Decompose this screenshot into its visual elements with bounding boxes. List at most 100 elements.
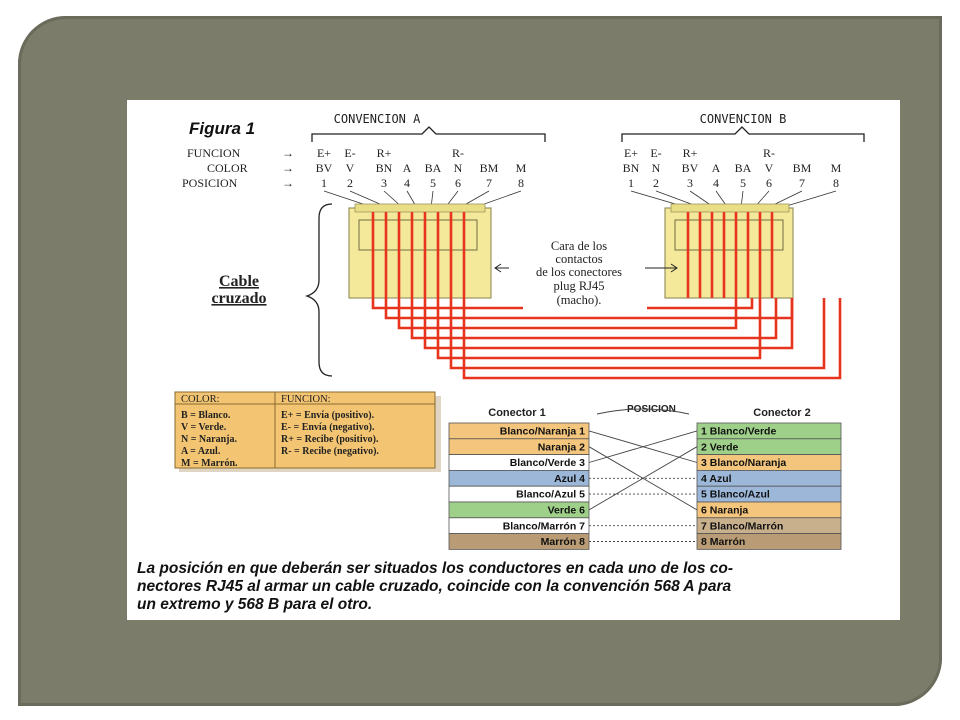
cable-label-line2: cruzado xyxy=(211,290,266,307)
convention-a-posicion-2: 2 xyxy=(347,176,353,190)
legend-funcion-2: E- = Envía (negativo). xyxy=(281,422,375,433)
convention-b-color-3: BV xyxy=(682,161,699,175)
connector2-label-5: 5 Blanco/Azul xyxy=(701,489,770,501)
convention-b-color-2: N xyxy=(652,161,661,175)
legend-box: COLOR: FUNCION: B = Blanco.V = Verde.N =… xyxy=(174,391,441,472)
contacts-arrow-right xyxy=(645,263,678,273)
connector1-label-6: Verde 6 xyxy=(548,505,586,517)
connector2-label-3: 3 Blanco/Naranja xyxy=(701,457,786,469)
convention-b-posicion-5: 5 xyxy=(740,176,746,190)
wire-loop-4 xyxy=(410,298,778,340)
convention-a-color-8: M xyxy=(516,161,527,175)
convention-b-posicion-6: 6 xyxy=(766,176,772,190)
connector1-label-5: Blanco/Azul 5 xyxy=(516,489,585,501)
convention-b-posicion-8: 8 xyxy=(833,176,839,190)
connector1-label-1: Blanco/Naranja 1 xyxy=(500,426,585,438)
convention-a-funcion-3: R+ xyxy=(377,146,392,160)
convention-b-color-8: M xyxy=(831,161,842,175)
convention-a-posicion-7: 7 xyxy=(486,176,492,190)
legend-funcion-3: R+ = Recibe (positivo). xyxy=(281,434,379,445)
convention-b-posicion-3: 3 xyxy=(687,176,693,190)
convention-a-posicion-4: 4 xyxy=(404,176,410,190)
legend-color-header: COLOR: xyxy=(181,394,220,405)
convention-b-color-5: BA xyxy=(735,161,752,175)
wire-loop-3 xyxy=(397,298,738,330)
convention-a-color-5: BA xyxy=(425,161,442,175)
connector1-label-8: Marrón 8 xyxy=(541,536,586,548)
connector2-label-4: 4 Azul xyxy=(701,473,732,485)
wire-loop-7 xyxy=(449,298,826,370)
convention-b-color-4: A xyxy=(712,161,721,175)
connector-link-6 xyxy=(588,446,698,511)
convention-a-color-1: BV xyxy=(316,161,333,175)
connector2-title: Conector 2 xyxy=(753,407,810,419)
diagram-svg: Figura 1 CONVENCION A CONVENCION B FUNCI… xyxy=(174,112,865,550)
convention-a-posicion-5: 5 xyxy=(430,176,436,190)
convention-b-funcion-3: R+ xyxy=(683,146,698,160)
convention-a-brace xyxy=(311,126,546,142)
contacts-label-line1: Cara de los xyxy=(551,239,607,253)
convention-a-color-3: BN xyxy=(376,161,393,175)
convention-b-funcion-2: E- xyxy=(650,146,661,160)
convention-b-color-6: V xyxy=(765,161,774,175)
cable-diagram-figure: Figura 1 CONVENCION A CONVENCION B FUNCI… xyxy=(127,100,900,620)
convention-b-posicion-2: 2 xyxy=(653,176,659,190)
legend-funcion-1: E+ = Envía (positivo). xyxy=(281,410,375,421)
posicion-bracket xyxy=(596,408,690,415)
figure-caption: La posición en que deberán ser situados … xyxy=(137,560,897,614)
wire-loop-5 xyxy=(423,298,794,350)
connector1-label-4: Azul 4 xyxy=(554,473,585,485)
connector-a xyxy=(348,203,492,299)
convention-a-color-6: N xyxy=(454,161,463,175)
convention-a-posicion-3: 3 xyxy=(381,176,387,190)
convention-a-funcion-6: R- xyxy=(452,146,464,160)
connector1-title: Conector 1 xyxy=(488,407,545,419)
convention-a-posicion-6: 6 xyxy=(455,176,461,190)
row-label-color: COLOR xyxy=(207,161,248,175)
contacts-label: Cara de los contactos de los conectores … xyxy=(523,236,647,310)
wire-loop-6 xyxy=(436,298,762,360)
cable-brace xyxy=(304,203,333,377)
row-label-posicion: POSICION xyxy=(182,176,238,190)
contacts-label-line4: plug RJ45 xyxy=(553,279,604,293)
connector2-label-6: 6 Naranja xyxy=(701,505,748,517)
cable-label-line1: Cable xyxy=(219,273,259,290)
row-arrow-color: → xyxy=(282,161,294,175)
connector-b xyxy=(664,203,794,299)
connector2-label-2: 2 Verde xyxy=(701,441,739,453)
row-arrow-funcion: → xyxy=(282,146,294,160)
convention-a-color-4: A xyxy=(403,161,412,175)
caption-line-2: nectores RJ45 al armar un cable cruzado,… xyxy=(137,578,732,595)
row-arrow-posicion: → xyxy=(282,176,294,190)
convention-a-funcion-1: E+ xyxy=(317,146,331,160)
legend-color-2: V = Verde. xyxy=(181,422,227,433)
convention-b-funcion-6: R- xyxy=(763,146,775,160)
convention-a-posicion-1: 1 xyxy=(321,176,327,190)
figure-title: Figura 1 xyxy=(189,119,255,138)
contacts-label-line5: (macho). xyxy=(557,293,602,307)
convention-b-brace xyxy=(621,126,865,142)
convention-b-posicion-4: 4 xyxy=(713,176,719,190)
connector2-table: 1 Blanco/Verde 2 Verde 3 Blanco/Naranja 4 A… xyxy=(696,422,842,550)
connector2-row-8 xyxy=(696,533,842,550)
convention-b-posicion-1: 1 xyxy=(628,176,634,190)
convention-b-posicion-7: 7 xyxy=(799,176,805,190)
row-label-funcion: FUNCION xyxy=(187,146,241,160)
crossed-wires xyxy=(371,212,842,380)
connector2-label-1: 1 Blanco/Verde xyxy=(701,426,776,438)
convention-a-color-7: BM xyxy=(480,161,499,175)
legend-color-3: N = Naranja. xyxy=(181,434,237,445)
convention-b-color-1: BN xyxy=(623,161,640,175)
connector-link-3 xyxy=(588,430,698,463)
convention-a-color-2: V xyxy=(346,161,355,175)
contacts-label-line2: contactos xyxy=(555,252,602,266)
connector1-label-7: Blanco/Marrón 7 xyxy=(503,520,585,532)
wire-loop-8 xyxy=(462,298,842,380)
legend-funcion-header: FUNCION: xyxy=(281,394,331,405)
contacts-arrow-left xyxy=(494,263,509,273)
legend-color-1: B = Blanco. xyxy=(181,410,231,421)
caption-line-1: La posición en que deberán ser situados … xyxy=(137,560,734,577)
